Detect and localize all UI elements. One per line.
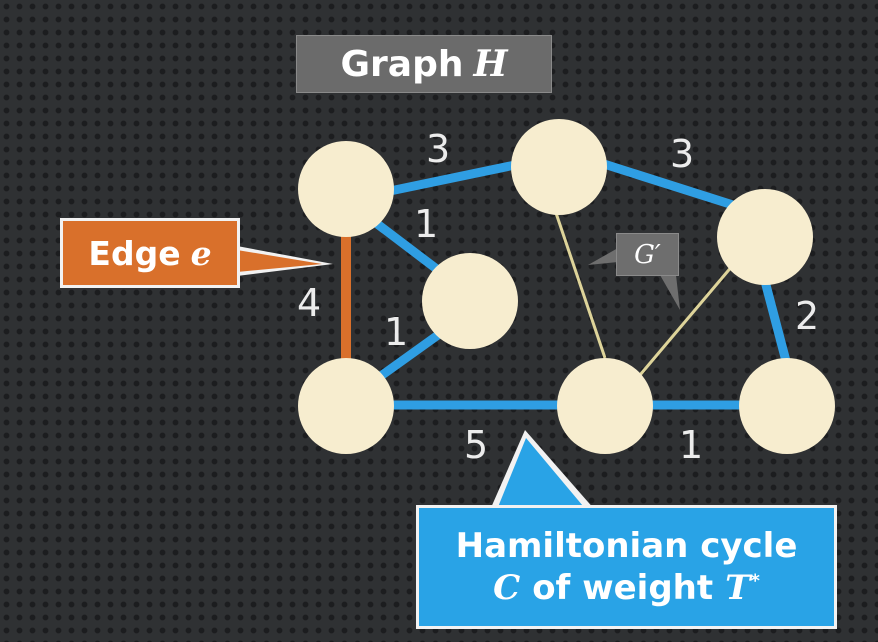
edge-e-callout: Edge e: [60, 218, 240, 288]
cycle-callout-line2: C of weight T*: [493, 567, 760, 610]
cycle-edge: [373, 330, 443, 383]
subgraph-edge: [554, 212, 607, 359]
graph-title-label: Graph: [340, 43, 464, 85]
cycle-callout-line1: Hamiltonian cycle: [455, 525, 798, 566]
cycle-weight-t: T*: [725, 567, 760, 610]
gprime-pointer-bottom: [660, 275, 680, 310]
graph-node: [511, 119, 607, 215]
gprime-pointer-left: [588, 248, 618, 265]
cycle-edge: [371, 218, 443, 275]
edge-callout-pointer-fill: [237, 250, 322, 272]
graph-title-variable: H: [473, 43, 508, 85]
cycle-callout-pointer-fill: [496, 438, 588, 512]
hamiltonian-cycle-callout: Hamiltonian cycle C of weight T*: [416, 505, 837, 629]
edge-weight-label: 1: [414, 202, 439, 246]
edge-weight-label: 1: [384, 310, 409, 354]
graph-title: Graph H: [296, 35, 552, 93]
edge-weight-label: 2: [795, 294, 820, 338]
edge-e-callout-label: Edge: [88, 233, 181, 273]
graph-node: [557, 358, 653, 454]
edge-weight-label: 4: [297, 281, 322, 325]
subgraph-label: G′: [616, 233, 679, 276]
cycle-superscript: *: [750, 570, 760, 592]
graph-node: [298, 358, 394, 454]
cycle-edge: [761, 280, 791, 366]
cycle-variable-c: C: [493, 568, 521, 608]
cycle-of-weight-text: of weight: [532, 568, 714, 608]
cycle-edge: [599, 159, 738, 210]
edge-weight-label: 5: [464, 423, 489, 467]
graph-node: [298, 141, 394, 237]
edge-weight-label: 3: [670, 132, 695, 176]
cycle-variable-t: T: [725, 568, 751, 608]
edge-e-callout-variable: e: [190, 233, 212, 273]
cycle-edge: [385, 160, 520, 196]
subgraph-edge: [638, 264, 735, 376]
graph-node: [717, 189, 813, 285]
edge-weight-label: 1: [679, 423, 704, 467]
edge-weight-label: 3: [426, 127, 451, 171]
graph-node: [739, 358, 835, 454]
graph-node: [422, 253, 518, 349]
